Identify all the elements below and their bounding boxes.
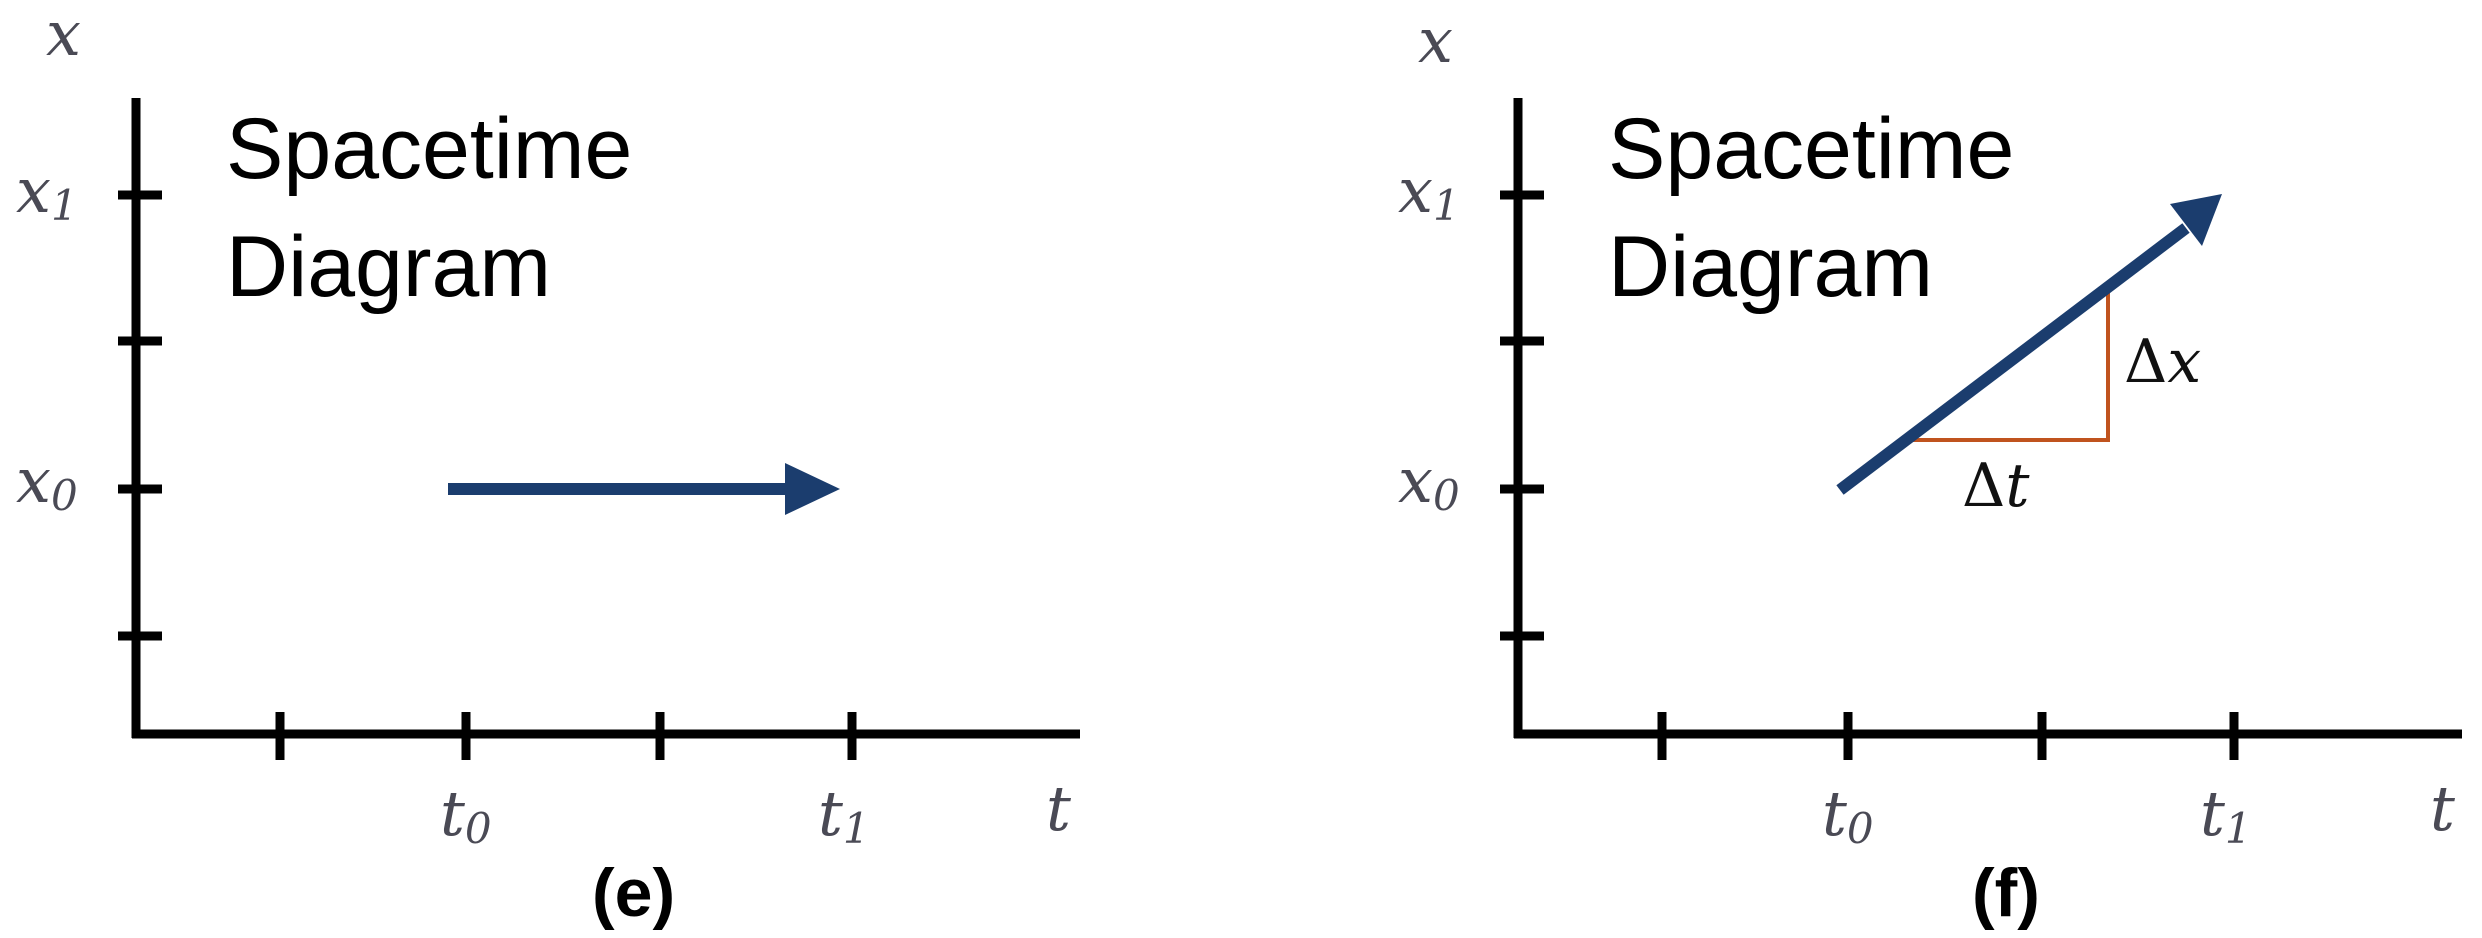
panel-e-x1-label: x1 [16, 154, 78, 230]
panel-e: x t x1 x0 t0 t1 Spacetime Diagram (e) [16, 0, 1080, 931]
panel-f-caption: (f) [1972, 855, 2040, 931]
panel-f-title-line1: Spacetime [1608, 101, 2014, 197]
panel-f: x t x1 x0 t0 t1 Spacetime Diagram Δx Δt … [1398, 4, 2462, 931]
panel-e-arrowhead [785, 463, 840, 515]
panel-e-caption: (e) [592, 855, 675, 931]
panel-f-delta-t-label: Δt [1962, 451, 2030, 521]
panel-f-delta-x-label: Δx [2124, 327, 2201, 397]
panel-f-arrowhead [2170, 194, 2222, 246]
panel-e-t1-label: t1 [818, 777, 870, 853]
panel-f-worldline [1836, 223, 2190, 495]
panel-e-y-axis-label: x [46, 0, 81, 70]
panel-e-title-line2: Diagram [226, 219, 551, 315]
panel-e-x0-label: x0 [16, 444, 78, 520]
arrow-up-right-icon [1836, 194, 2222, 495]
panel-e-title-line1: Spacetime [226, 101, 632, 197]
arrow-right-icon [448, 463, 840, 515]
panel-f-y-axis-label: x [1418, 4, 1453, 77]
panel-e-t0-label: t0 [440, 777, 492, 853]
panel-f-title-line2: Diagram [1608, 219, 1933, 315]
panel-f-t1-label: t1 [2200, 777, 2252, 853]
panel-f-slope-triangle [1912, 290, 2110, 442]
panel-f-x-axis-label: t [2430, 772, 2455, 845]
panel-f-x1-label: x1 [1398, 154, 1460, 230]
panel-f-t0-label: t0 [1822, 777, 1874, 853]
panel-f-x0-label: x0 [1398, 444, 1460, 520]
panel-e-x-axis-label: t [1046, 772, 1071, 845]
